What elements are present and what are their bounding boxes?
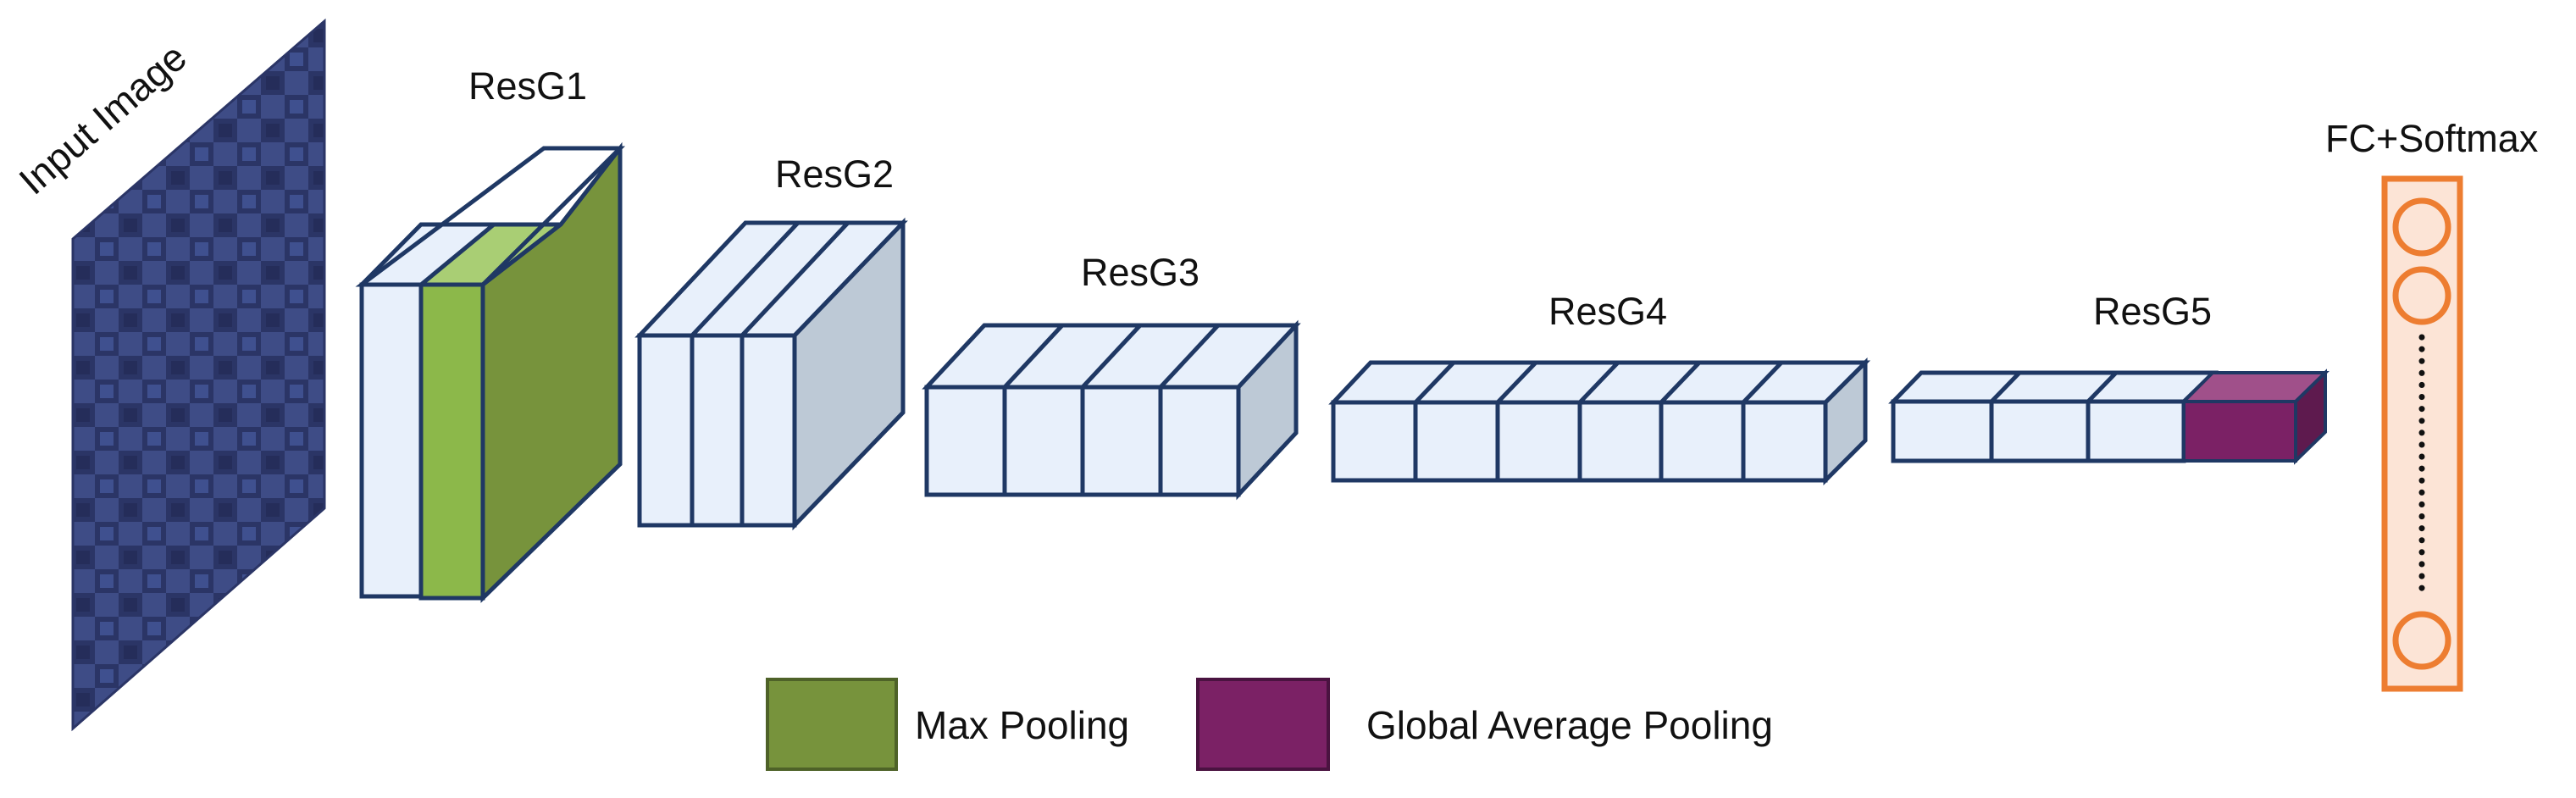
resg1-layer-front — [359, 282, 424, 599]
legend: Max Pooling Global Average Pooling — [766, 678, 1773, 771]
neuron-2 — [2392, 266, 2451, 325]
resg5-block — [1888, 369, 2329, 465]
legend-gap-label: Global Average Pooling — [1366, 703, 1773, 747]
resg2-label: ResG2 — [775, 152, 894, 196]
fc-softmax-layer — [2381, 175, 2463, 692]
resg1-label: ResG1 — [468, 64, 587, 108]
max-pooling-front — [418, 282, 485, 601]
legend-gap-swatch — [1196, 678, 1330, 771]
input-image — [71, 18, 326, 732]
resg2-block — [634, 217, 908, 531]
resg1-block — [355, 141, 626, 603]
resg5-label: ResG5 — [2093, 290, 2212, 333]
resg3-block — [922, 319, 1301, 501]
fc-softmax-label: FC+Softmax — [2325, 117, 2539, 160]
resg4-block — [1328, 357, 1871, 486]
legend-max-pooling-label: Max Pooling — [915, 703, 1129, 747]
gap-front — [2182, 400, 2297, 463]
resg4-label: ResG4 — [1548, 290, 1667, 333]
legend-max-pooling-swatch — [766, 678, 898, 771]
resg3-label: ResG3 — [1081, 251, 1199, 294]
neuron-1 — [2392, 197, 2451, 257]
neuron-n — [2392, 611, 2451, 670]
